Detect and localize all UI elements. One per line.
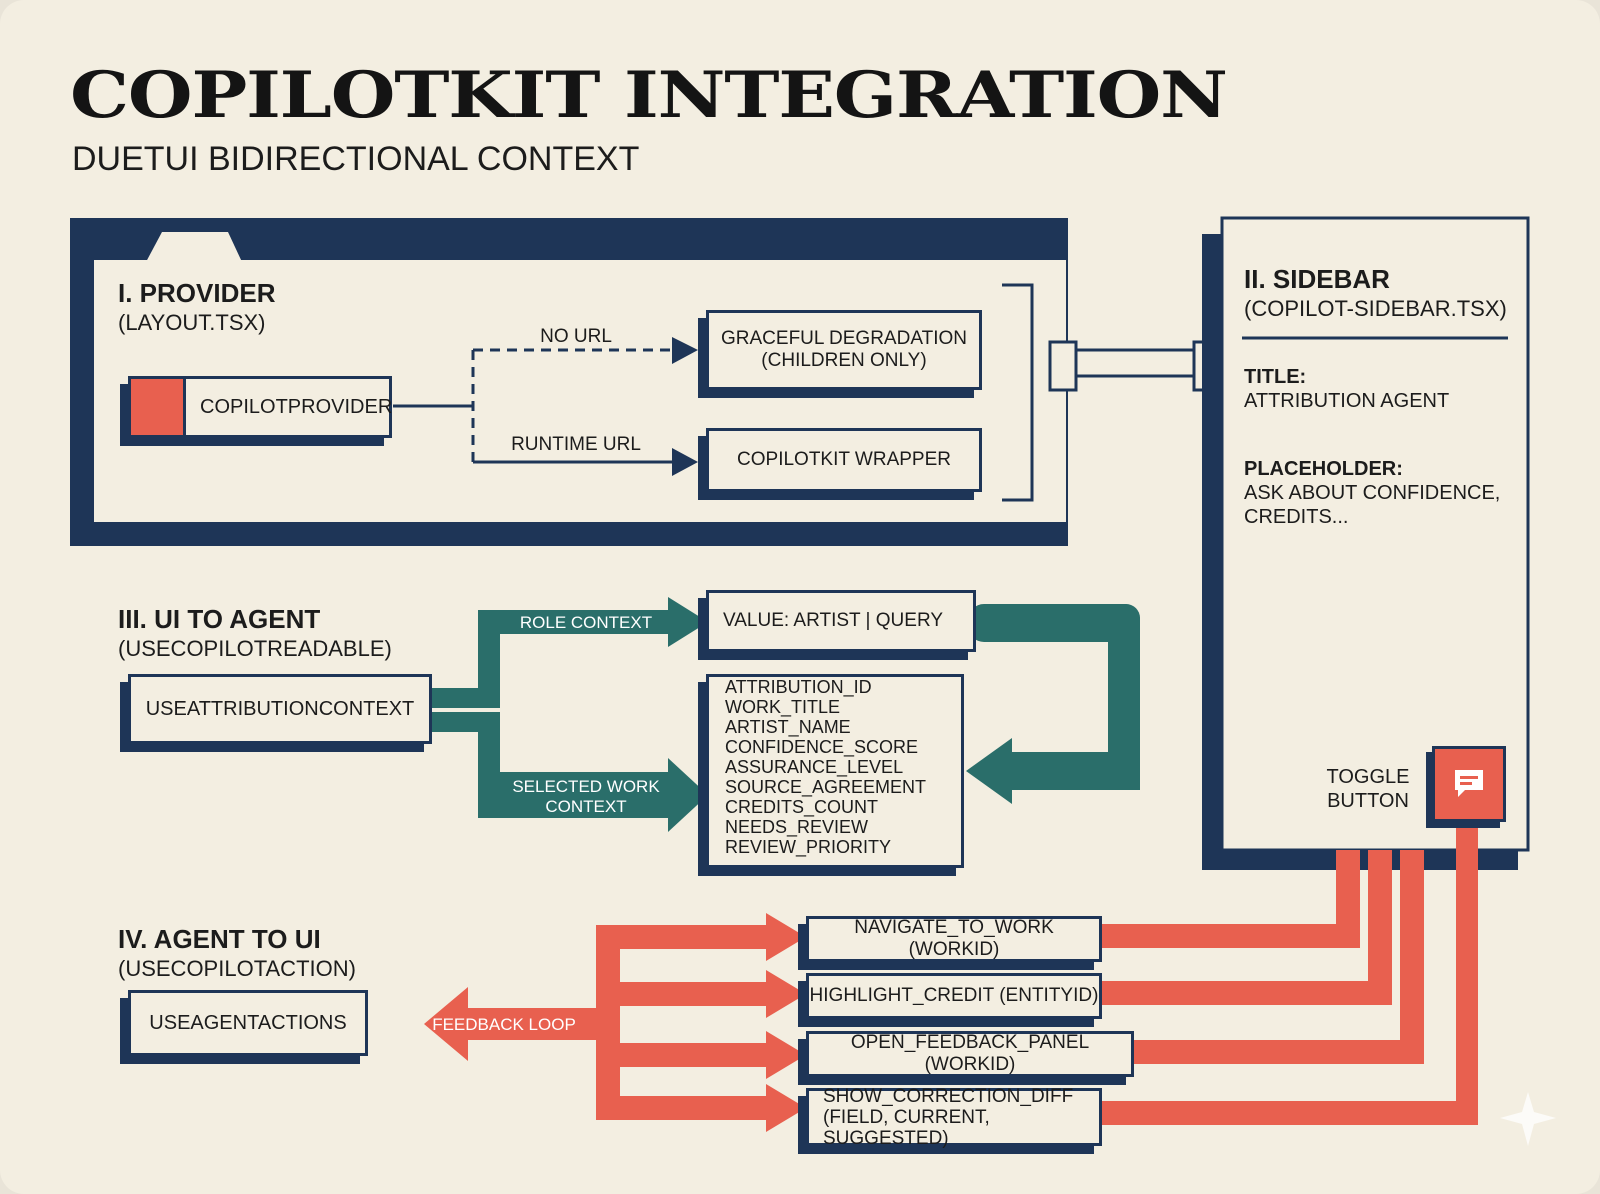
sidebar-placeholder-line2: CREDITS... [1244,506,1349,528]
copilotkit-wrapper-box: COPILOTKIT WRAPPER [706,428,982,492]
ui-to-agent-heading: III. UI TO AGENT [118,604,321,634]
field-item: ASSURANCE_LEVEL [725,757,904,777]
useagentactions-label: USEAGENTACTIONS [149,1012,347,1034]
selected-work-label-line2: CONTEXT [545,797,626,816]
sidebar-heading: II. SIDEBAR [1244,264,1390,294]
feedback-loop-label: FEEDBACK LOOP [432,1015,576,1034]
sidebar-placeholder-line1: ASK ABOUT CONFIDENCE, [1244,482,1501,504]
selected-work-fields-box: ATTRIBUTION_ID WORK_TITLE ARTIST_NAME CO… [706,674,964,868]
field-item: WORK_TITLE [725,697,841,717]
provider-heading: I. PROVIDER [118,278,276,308]
action-label: HIGHLIGHT_CREDIT (ENTITYID) [809,985,1099,1006]
runtime-url-arrowhead [672,448,698,476]
runtime-url-label: RUNTIME URL [511,434,641,455]
agent-to-ui-heading: IV. AGENT TO UI [118,924,321,954]
field-item: SOURCE_AGREEMENT [725,777,927,797]
no-url-label: NO URL [540,326,612,347]
role-context-label: ROLE CONTEXT [520,613,652,632]
field-item: CONFIDENCE_SCORE [725,737,919,757]
provider-connectors [393,283,1034,502]
coral-flow-arrows [424,828,1478,1132]
degradation-line2: (CHILDREN ONLY) [761,350,927,371]
action-box-navigate: NAVIGATE_TO_WORK (WORKID) [806,916,1102,962]
graceful-degradation-box: GRACEFUL DEGRADATION (CHILDREN ONLY) [706,310,982,390]
copilotprovider-box: COPILOTPROVIDER [128,376,392,438]
sidebar-title-value: ATTRIBUTION AGENT [1244,390,1450,412]
agent-to-ui-hook: (USECOPILOTACTION) [118,956,356,981]
provider-file: (LAYOUT.TSX) [118,310,266,335]
wrapper-label: COPILOTKIT WRAPPER [737,449,951,470]
role-value-label: VALUE: ARTIST | QUERY [723,610,943,631]
useattributioncontext-box: USEATTRIBUTIONCONTEXT [128,674,432,744]
copilotprovider-label: COPILOTPROVIDER [200,396,393,418]
field-item: CREDITS_COUNT [725,797,879,817]
useagentactions-box: USEAGENTACTIONS [128,990,368,1056]
correction-line1: SHOW_CORRECTION_DIFF [823,1085,1074,1107]
no-url-arrowhead [672,337,698,364]
action-label: NAVIGATE_TO_WORK (WORKID) [854,917,1054,960]
useattributioncontext-label: USEATTRIBUTIONCONTEXT [145,698,415,720]
action-box-open-feedback: OPEN_FEEDBACK_PANEL (WORKID) [806,1031,1134,1077]
sparkle-icon [1500,1092,1556,1146]
action-box-highlight: HIGHLIGHT_CREDIT (ENTITYID) [806,973,1102,1019]
role-value-box: VALUE: ARTIST | QUERY [706,590,976,652]
sidebar-title-label: TITLE: [1244,366,1307,388]
field-item: ATTRIBUTION_ID [725,677,872,697]
chat-icon [1455,770,1483,797]
page-title: COPILOTKIT INTEGRATION [70,58,1228,133]
ui-to-agent-hook: (USECOPILOTREADABLE) [118,636,392,661]
selected-work-label-line1: SELECTED WORK [512,777,660,796]
field-item: ARTIST_NAME [725,717,851,737]
degradation-line1: GRACEFUL DEGRADATION [721,328,967,349]
sidebar-file: (COPILOT-SIDEBAR.TSX) [1244,296,1507,321]
teal-flow-arrows [432,597,1140,832]
sidebar-placeholder-label: PLACEHOLDER: [1244,458,1403,480]
page-subtitle: DUETUI BIDIRECTIONAL CONTEXT [72,140,640,178]
field-item: REVIEW_PRIORITY [725,837,892,857]
toggle-label-line1: TOGGLE [1326,766,1410,788]
red-marker [131,379,186,435]
correction-line2: (FIELD, CURRENT, SUGGESTED) [823,1106,990,1149]
toggle-label-line2: BUTTON [1327,790,1409,812]
action-label: OPEN_FEEDBACK_PANEL (WORKID) [850,1032,1090,1075]
action-box-show-correction: SHOW_CORRECTION_DIFF (FIELD, CURRENT, SU… [806,1085,1102,1149]
toggle-button[interactable] [1432,746,1506,822]
field-item: NEEDS_REVIEW [725,817,869,837]
